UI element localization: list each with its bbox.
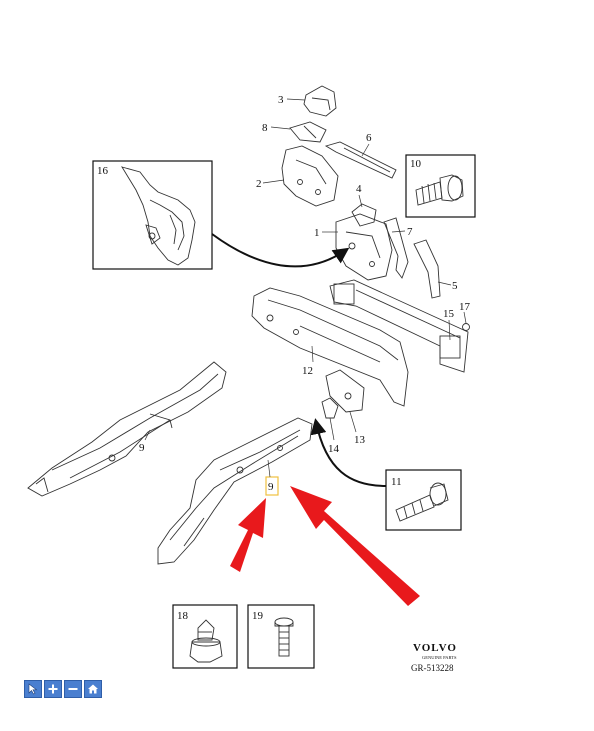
zoom-out-button[interactable] xyxy=(64,680,82,698)
part-7-strip xyxy=(383,217,409,279)
part-4-bracket xyxy=(351,203,377,227)
pointer-icon xyxy=(28,683,38,695)
zoom-in-icon xyxy=(48,684,58,694)
callout-6: 6 xyxy=(366,132,372,144)
callout-4: 4 xyxy=(356,183,362,195)
inset-18[interactable]: 18 xyxy=(172,604,238,669)
callout-1: 1 xyxy=(314,227,320,239)
callout-14: 14 xyxy=(328,443,340,455)
red-arrow-left xyxy=(230,498,266,572)
inset-10[interactable]: 10 xyxy=(405,154,476,218)
inset-19-number: 19 xyxy=(252,610,264,622)
zoom-in-button[interactable] xyxy=(44,680,62,698)
part-13-bracket xyxy=(325,369,365,413)
callout-2: 2 xyxy=(256,178,262,190)
inset-19[interactable]: 19 xyxy=(247,604,315,669)
part-9-right-rail xyxy=(157,417,313,565)
part-2-panel xyxy=(281,145,339,207)
inset-10-number: 10 xyxy=(410,158,422,170)
stud-bolt-11 xyxy=(395,482,449,522)
part-15-beam xyxy=(329,279,469,373)
selection-highlight xyxy=(265,476,279,496)
part-1-member xyxy=(335,213,393,281)
part-14-clip xyxy=(321,397,339,419)
callout-3: 3 xyxy=(278,94,284,106)
callout-15: 15 xyxy=(443,308,455,320)
callout-5: 5 xyxy=(452,280,458,292)
part-9-left-rail xyxy=(27,361,227,497)
connector-11-to-14 xyxy=(310,418,387,487)
home-icon xyxy=(88,684,98,694)
callout-17: 17 xyxy=(459,301,471,313)
part-8-bracket xyxy=(289,121,327,143)
logo-subtext: GENUINE PARTS xyxy=(422,655,457,660)
callout-8: 8 xyxy=(262,122,268,134)
part-6-rail xyxy=(324,141,397,179)
callout-13: 13 xyxy=(354,434,366,446)
callout-12: 12 xyxy=(302,365,313,377)
part-12-crossmember xyxy=(251,287,409,407)
zoom-out-icon xyxy=(68,688,78,690)
clip-nut-18 xyxy=(189,619,223,663)
callout-9-right: 9 xyxy=(268,481,274,493)
volvo-logo: VOLVO GENUINE PARTS xyxy=(413,642,457,660)
leader-lines xyxy=(144,98,467,478)
red-arrow-right xyxy=(290,486,420,606)
home-button[interactable] xyxy=(84,680,102,698)
inset-11-number: 11 xyxy=(391,476,402,488)
flange-bolt-10 xyxy=(415,174,464,206)
connector-16-to-1 xyxy=(211,233,350,268)
inset-16[interactable]: 16 xyxy=(92,160,213,270)
bracket-part-16 xyxy=(121,166,196,266)
part-5-bracket xyxy=(413,239,441,299)
inset-16-number: 16 xyxy=(97,165,109,177)
viewer-toolbar xyxy=(24,680,102,698)
callout-7: 7 xyxy=(407,226,413,238)
pointer-button[interactable] xyxy=(24,680,42,698)
inset-11[interactable]: 11 xyxy=(385,469,462,531)
inset-18-number: 18 xyxy=(177,610,189,622)
callout-9-left: 9 xyxy=(139,442,145,454)
part-3-cap xyxy=(303,85,337,117)
diagram-code: GR-513228 xyxy=(411,663,454,673)
bolt-19 xyxy=(274,617,294,657)
logo-text: VOLVO xyxy=(413,642,457,654)
part-17-nut xyxy=(462,323,470,331)
